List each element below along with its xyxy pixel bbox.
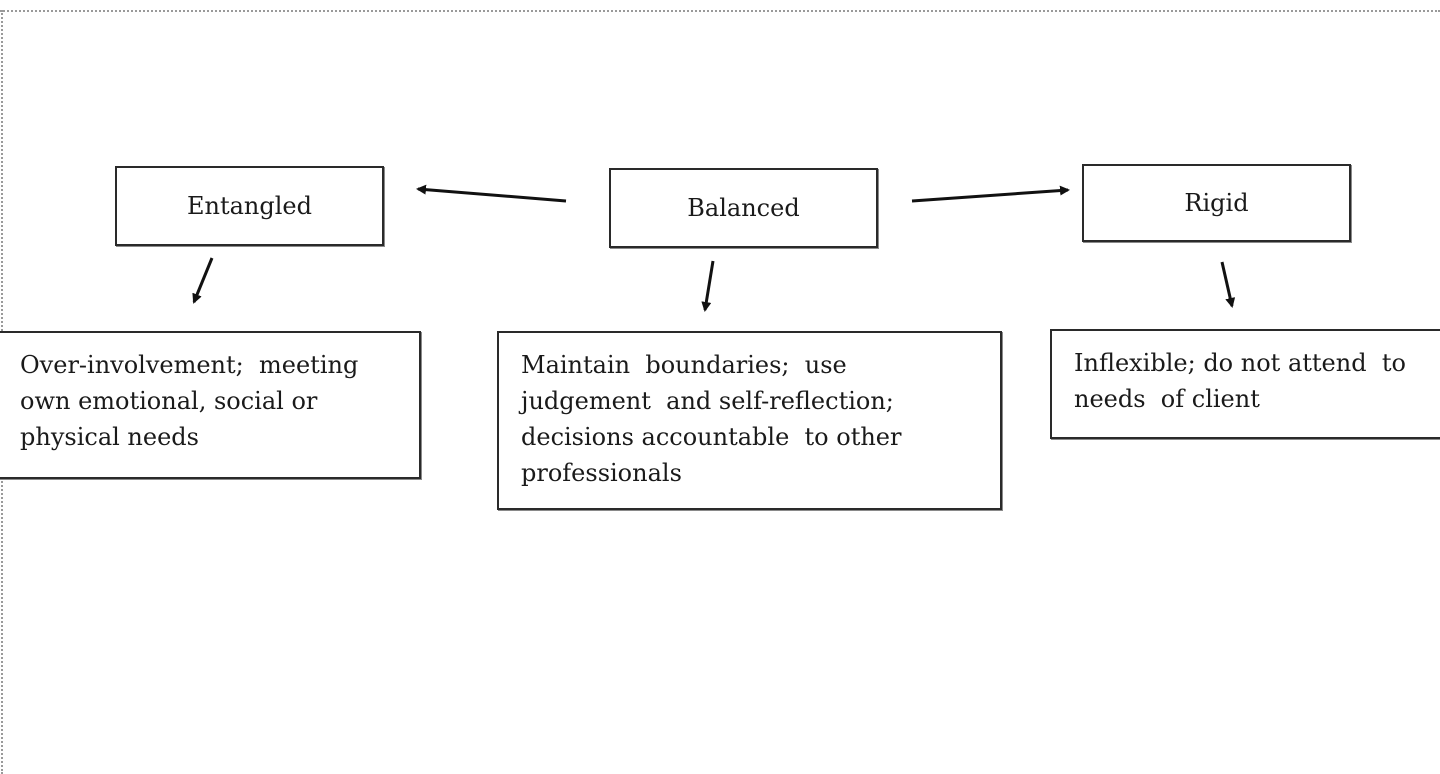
desc-entangled-line-1: Over-involvement; meeting	[20, 351, 359, 379]
node-rigid-label: Rigid	[1184, 189, 1249, 217]
node-entangled-label: Entangled	[187, 192, 312, 220]
desc-balanced-line-1: Maintain boundaries; use	[521, 351, 847, 379]
desc-entangled-line-2: own emotional, social or	[20, 387, 318, 415]
node-balanced: Balanced	[609, 168, 878, 248]
desc-rigid: Inflexible; do not attend to needs of cl…	[1050, 329, 1440, 439]
node-entangled: Entangled	[115, 166, 384, 246]
desc-rigid-line-1: Inflexible; do not attend to	[1074, 349, 1406, 377]
desc-entangled: Over-involvement; meeting own emotional,…	[0, 331, 421, 479]
arrow-balanced-to-entangled	[416, 184, 567, 203]
arrow-balanced-down	[701, 260, 715, 312]
desc-entangled-line-3: physical needs	[20, 423, 199, 451]
arrow-rigid-down	[1220, 261, 1236, 308]
node-balanced-label: Balanced	[687, 194, 800, 222]
node-rigid: Rigid	[1082, 164, 1351, 242]
desc-rigid-line-2: needs of client	[1074, 385, 1260, 413]
desc-balanced-line-4: professionals	[521, 459, 682, 487]
desc-balanced: Maintain boundaries; use judgement and s…	[497, 331, 1002, 510]
desc-balanced-line-3: decisions accountable to other	[521, 423, 902, 451]
arrow-entangled-down	[192, 257, 214, 304]
desc-balanced-line-2: judgement and self-reflection;	[521, 387, 894, 415]
arrow-balanced-to-rigid	[911, 185, 1070, 203]
frame-border-top	[0, 10, 1440, 12]
